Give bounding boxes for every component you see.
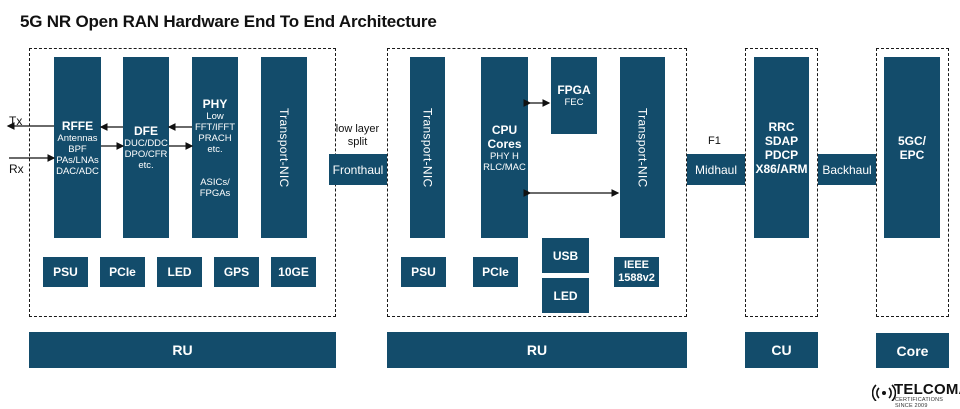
transport-nic-label: Transport-NIC [277, 107, 291, 188]
ru2-led-block: LED [542, 278, 589, 313]
ieee-block: IEEE 1588v2 [614, 257, 659, 287]
ieee-line: IEEE [623, 259, 650, 271]
transport-nic-right-label: Transport-NIC [635, 107, 650, 188]
usb-block: USB [542, 238, 589, 273]
phy-line: FFT/IFFT [194, 122, 236, 133]
core-block: 5GC/ EPC [884, 57, 940, 238]
rffe-title: RFFE [61, 118, 94, 133]
logo-name: TELCOMA [894, 381, 960, 398]
ru1-label-bar: RU [29, 332, 336, 368]
ru1-arrows [6, 122, 194, 162]
dfe-title: DFE [134, 124, 158, 138]
fpga-title: FPGA [557, 83, 591, 97]
rffe-line: Antennas [57, 132, 98, 144]
rffe-line: BPF [68, 143, 87, 155]
transport-nic-block: Transport-NIC [261, 57, 307, 238]
phy-extra-line: FPGAs [199, 188, 231, 199]
phy-title: PHY [202, 97, 228, 111]
cu-line: SDAP [764, 133, 799, 148]
fronthaul-note: low layer [335, 123, 380, 135]
ieee-line: 1588v2 [618, 272, 655, 284]
cu-line: X86/ARM [755, 161, 808, 176]
transport-nic-right-block: Transport-NIC [620, 57, 665, 238]
dfe-line: etc. [138, 160, 154, 171]
cu-line: PDCP [764, 147, 799, 162]
ru2-label-bar: RU [387, 332, 687, 368]
transport-nic-left-label: Transport-NIC [420, 107, 435, 188]
page-title: 5G NR Open RAN Hardware End To End Archi… [20, 12, 437, 31]
fpga-sub: FEC [564, 97, 584, 108]
ru2-psu-block: PSU [401, 257, 446, 287]
core-line: EPC [899, 147, 925, 162]
dfe-line: DUC/DDC [124, 138, 168, 149]
cu-boundary [745, 48, 818, 317]
cpu-title: Cores [487, 136, 522, 151]
fpga-block: FPGA FEC [551, 57, 597, 134]
core-line: 5GC/ [897, 133, 926, 148]
phy-block: PHY Low FFT/IFFT PRACH etc. ASICs/ FPGAs [192, 57, 238, 238]
cu-block: RRC SDAP PDCP X86/ARM [754, 57, 809, 238]
dfe-block: DFE DUC/DDC DPO/CFR etc. [123, 57, 169, 238]
gps-block: GPS [214, 257, 259, 287]
phy-line: etc. [207, 144, 223, 155]
ru2-pcie-block: PCIe [473, 257, 518, 287]
psu-block: PSU [43, 257, 88, 287]
phy-extra-line: ASICs/ [200, 177, 230, 188]
cpu-line: RLC/MAC [483, 161, 526, 173]
rffe-block: RFFE Antennas BPF PAs/LNAs DAC/ADC [54, 57, 101, 238]
transport-nic-left-block: Transport-NIC [410, 57, 445, 238]
rffe-line: PAs/LNAs [56, 154, 99, 166]
led-block: LED [157, 257, 202, 287]
phy-line: PRACH [198, 133, 232, 144]
10ge-block: 10GE [271, 257, 316, 287]
midhaul-block: Midhaul [687, 154, 745, 185]
core-boundary [876, 48, 949, 317]
rffe-line: DAC/ADC [56, 165, 99, 177]
rx-label: Rx [9, 162, 24, 176]
backhaul-block: Backhaul [818, 154, 876, 185]
fronthaul-note: split [347, 136, 368, 148]
core-label-bar: Core [876, 333, 949, 368]
cu-label-bar: CU [745, 332, 818, 368]
ru2-boundary [387, 48, 687, 317]
midhaul-note: F1 [708, 135, 721, 147]
cpu-title: CPU [491, 122, 518, 137]
logo-tagline: CERTIFICATIONS SINCE 2009 [895, 397, 944, 409]
cpu-line: PHY H [490, 150, 519, 162]
dfe-line: DPO/CFR [124, 149, 168, 160]
signal-icon [872, 384, 896, 401]
cpu-block: CPU Cores PHY H RLC/MAC [481, 57, 528, 238]
ru2-arrows [523, 99, 620, 197]
fronthaul-block: Fronthaul [329, 154, 387, 185]
phy-line: Low [206, 111, 224, 122]
cu-line: RRC [768, 119, 795, 134]
pcie-block: PCIe [100, 257, 145, 287]
telcoma-logo: TELCOMA CERTIFICATIONS SINCE 2009 [872, 381, 960, 409]
